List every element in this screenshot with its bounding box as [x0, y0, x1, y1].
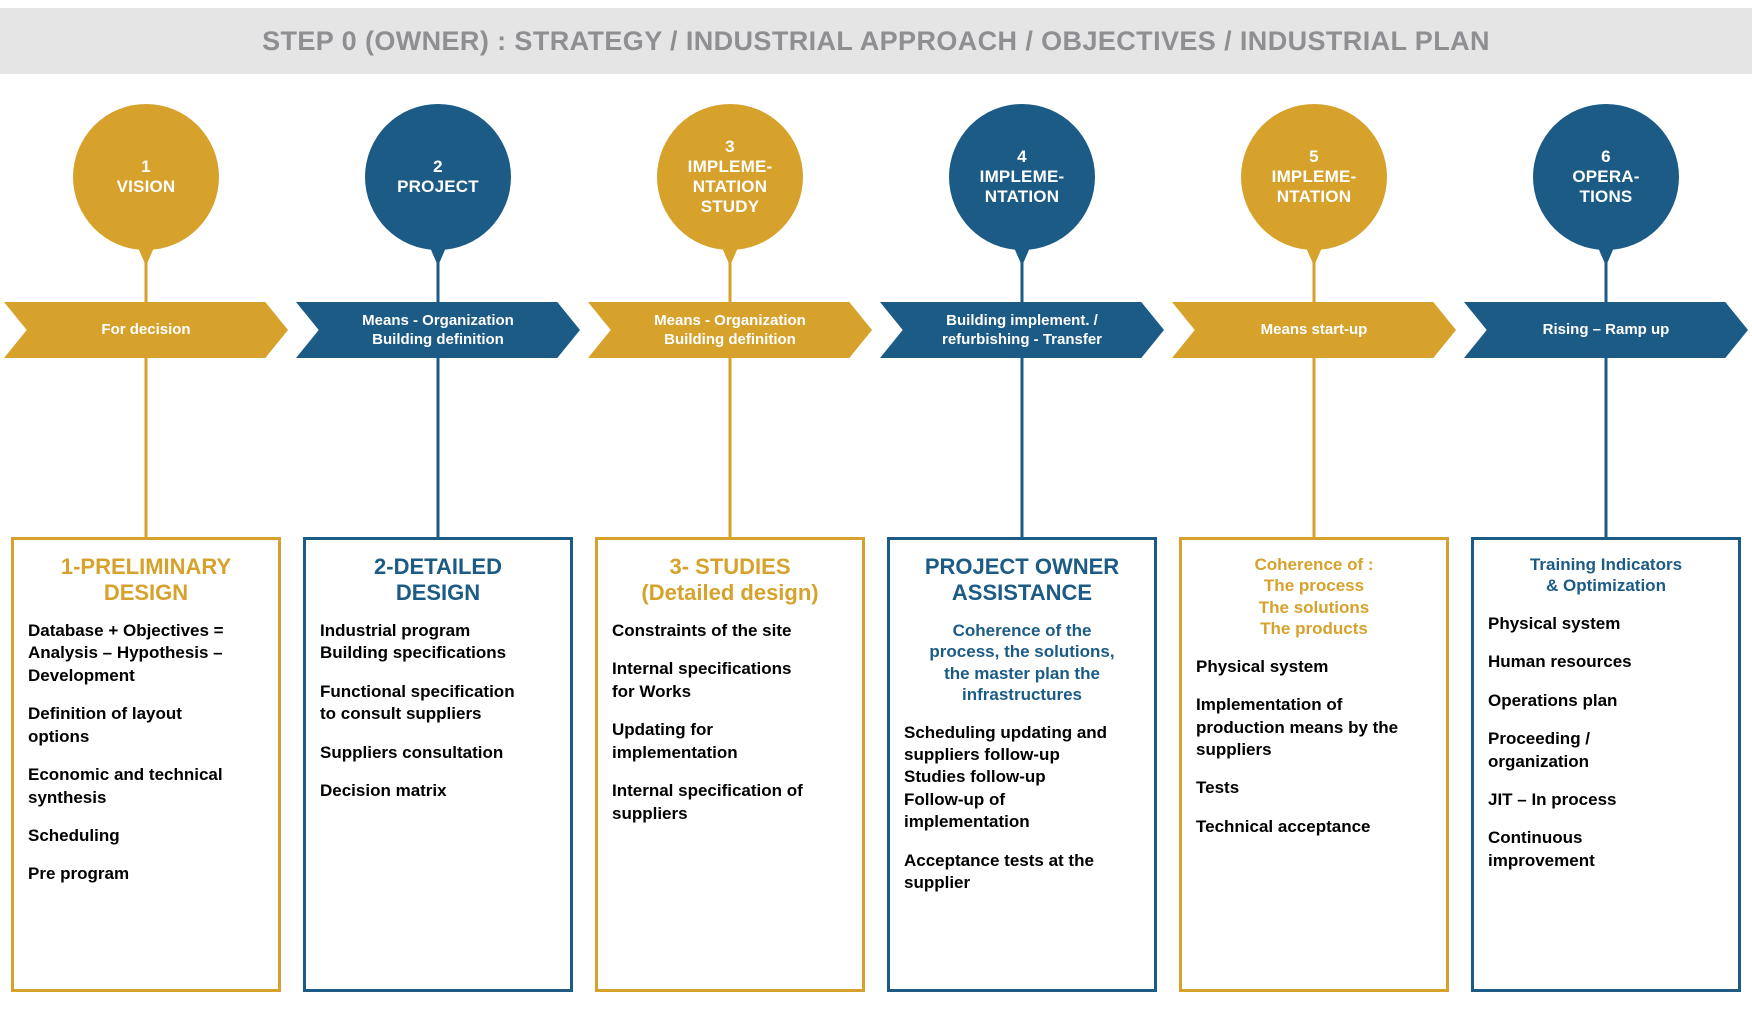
balloon-circle: 3 IMPLEME- NTATION STUDY	[657, 104, 803, 250]
connector-line-bottom	[144, 355, 148, 540]
box-item: Pre program	[28, 864, 130, 884]
phase-balloon-6[interactable]: 6 OPERA- TIONS	[1533, 104, 1679, 270]
phase-chevron-1[interactable]: For decision	[4, 302, 288, 358]
phase-chevron-3[interactable]: Means - Organization Building definition	[588, 302, 872, 358]
box-item: Internal specification of suppliers	[612, 781, 803, 823]
box-title: 1-PRELIMINARY DESIGN	[60, 554, 232, 605]
balloon-label: 4 IMPLEME- NTATION	[979, 147, 1065, 206]
phase-chevron-4[interactable]: Building implement. / refurbishing - Tra…	[880, 302, 1164, 358]
chevron-label: Means start-up	[1260, 321, 1368, 339]
connector-line-bottom	[1604, 355, 1608, 540]
balloon-label: 2 PROJECT	[397, 157, 479, 196]
phase-detail-box-5: Coherence of : The process The solutions…	[1179, 537, 1449, 992]
phase-column-1: 1 VISION For decision 1-PRELIMINARY DESIGN…	[0, 0, 292, 1010]
box-item: Operations plan	[1488, 690, 1618, 710]
phase-balloon-1[interactable]: 1 VISION	[73, 104, 219, 270]
phase-column-2: 2 PROJECT Means - Organization Building d…	[292, 0, 584, 1010]
connector-line-bottom	[1312, 355, 1316, 540]
header-band: STEP 0 (OWNER) : STRATEGY / INDUSTRIAL A…	[0, 8, 1752, 74]
phase-balloon-3[interactable]: 3 IMPLEME- NTATION STUDY	[657, 104, 803, 270]
box-subtitle: Coherence of the process, the solutions,…	[929, 620, 1115, 705]
phase-detail-box-4: PROJECT OWNER ASSISTANCE Coherence of the…	[887, 537, 1157, 992]
connector-line-bottom	[728, 355, 732, 540]
box-item: Scheduling updating and suppliers follow…	[904, 722, 1108, 832]
phase-chevron-5[interactable]: Means start-up	[1172, 302, 1456, 358]
box-item: Definition of layout options	[28, 704, 182, 746]
box-subtitle: Coherence of : The process The solutions…	[1254, 555, 1374, 639]
balloon-label: 1 VISION	[116, 157, 176, 196]
box-item: Scheduling	[28, 825, 120, 845]
box-title: PROJECT OWNER ASSISTANCE	[924, 554, 1120, 605]
chevron-label: Means - Organization Building definition	[362, 311, 514, 349]
box-item: Functional specification to consult supp…	[320, 681, 515, 724]
box-item: Decision matrix	[320, 781, 447, 801]
balloon-circle: 2 PROJECT	[365, 104, 511, 250]
box-item: Constraints of the site	[612, 620, 792, 640]
phase-balloon-5[interactable]: 5 IMPLEME- NTATION	[1241, 104, 1387, 270]
balloon-label: 3 IMPLEME- NTATION STUDY	[687, 137, 773, 216]
phase-detail-box-2: 2-DETAILED DESIGN Industrial program Buil…	[303, 537, 573, 992]
box-item: Physical system	[1196, 656, 1329, 676]
box-item: Continuous improvement	[1488, 828, 1595, 870]
box-item: Tests	[1196, 778, 1240, 798]
balloon-label: 5 IMPLEME- NTATION	[1271, 147, 1357, 206]
chevron-label: Means - Organization Building definition	[654, 311, 806, 349]
connector-line-top	[144, 240, 148, 304]
box-item: JIT – In process	[1488, 790, 1617, 809]
box-item: Implementation of production means by th…	[1196, 695, 1399, 759]
connector-line-top	[436, 240, 440, 304]
box-title: 2-DETAILED DESIGN	[374, 554, 502, 605]
chevron-label: Rising – Ramp up	[1542, 321, 1670, 339]
box-item: Technical acceptance	[1196, 816, 1371, 836]
box-item: Physical system	[1488, 613, 1621, 633]
balloon-circle: 6 OPERA- TIONS	[1533, 104, 1679, 250]
box-item: Updating for implementation	[612, 720, 738, 762]
chevron-label: Building implement. / refurbishing - Tra…	[941, 311, 1103, 349]
balloon-circle: 1 VISION	[73, 104, 219, 250]
box-item: Proceeding / organization	[1488, 729, 1591, 771]
connector-line-bottom	[436, 355, 440, 540]
box-item: Internal specifications for Works	[612, 659, 792, 701]
balloon-label: 6 OPERA- TIONS	[1572, 147, 1640, 206]
phase-column-4: 4 IMPLEME- NTATION Building implement. / …	[876, 0, 1168, 1010]
box-subtitle: Training Indicators & Optimization	[1529, 555, 1683, 596]
balloon-circle: 4 IMPLEME- NTATION	[949, 104, 1095, 250]
phase-chevron-2[interactable]: Means - Organization Building definition	[296, 302, 580, 358]
connector-line-top	[728, 240, 732, 304]
phase-balloon-4[interactable]: 4 IMPLEME- NTATION	[949, 104, 1095, 270]
phase-chevron-6[interactable]: Rising – Ramp up	[1464, 302, 1748, 358]
chevron-label: For decision	[101, 321, 191, 339]
connector-line-top	[1020, 240, 1024, 304]
page-title: STEP 0 (OWNER) : STRATEGY / INDUSTRIAL A…	[262, 25, 1490, 56]
balloon-circle: 5 IMPLEME- NTATION	[1241, 104, 1387, 250]
box-item: Suppliers consultation	[320, 742, 504, 762]
box-title: 3- STUDIES (Detailed design)	[641, 554, 819, 605]
connector-line-bottom	[1020, 355, 1024, 540]
box-item: Database + Objectives = Analysis – Hypot…	[28, 620, 224, 685]
phase-detail-box-1: 1-PRELIMINARY DESIGN Database + Objective…	[11, 537, 281, 992]
box-item: Human resources	[1488, 652, 1632, 672]
connector-line-top	[1604, 240, 1608, 304]
box-item: Economic and technical synthesis	[28, 765, 223, 807]
phase-detail-box-3: 3- STUDIES (Detailed design) Constraints …	[595, 537, 865, 992]
box-item: Industrial program Building specificatio…	[320, 620, 507, 663]
phase-column-6: 6 OPERA- TIONS Rising – Ramp up Training I…	[1460, 0, 1752, 1010]
connector-line-top	[1312, 240, 1316, 304]
phase-column-3: 3 IMPLEME- NTATION STUDY Means - Organiza…	[584, 0, 876, 1010]
phase-balloon-2[interactable]: 2 PROJECT	[365, 104, 511, 270]
box-item: Acceptance tests at the supplier	[904, 850, 1094, 893]
